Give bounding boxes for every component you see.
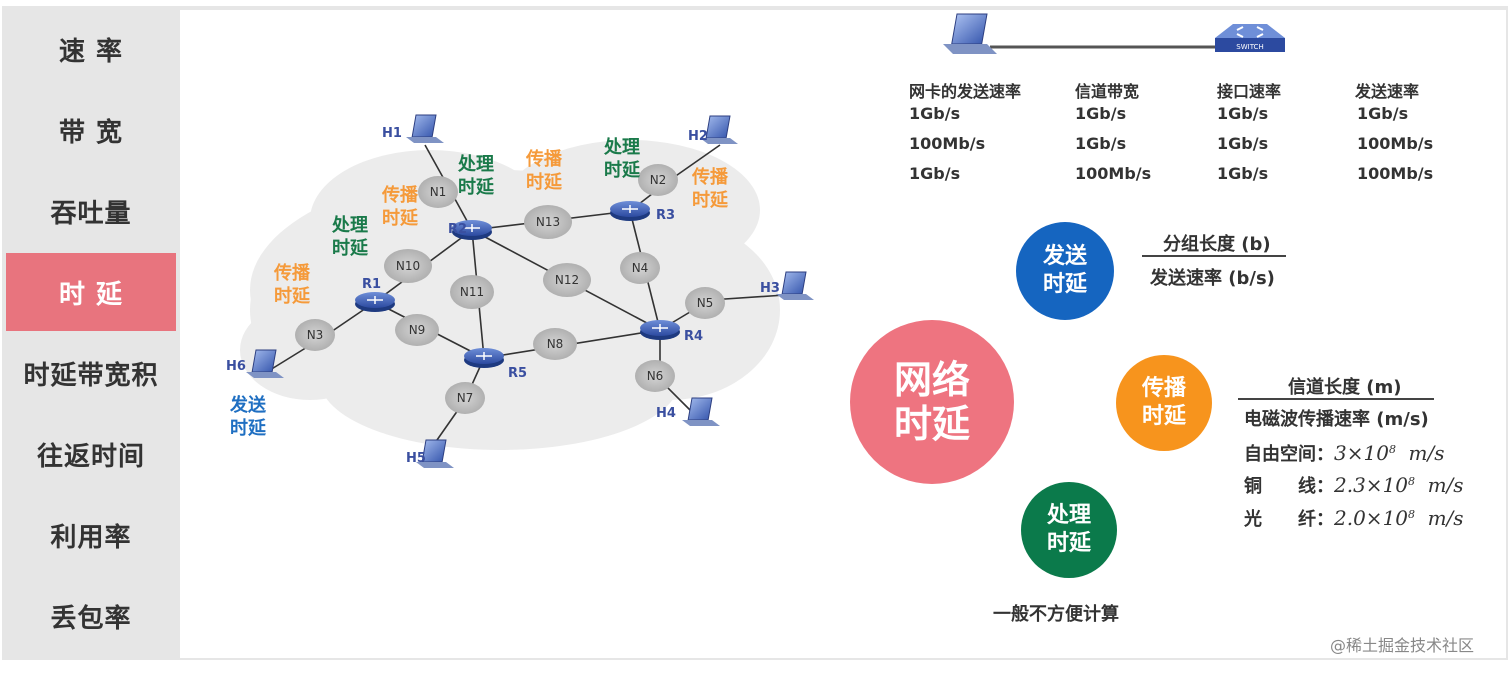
processing-delay-label: 处理时延 bbox=[458, 153, 498, 199]
table-cell: 1Gb/s bbox=[909, 164, 961, 183]
table-cell: 100Mb/s bbox=[1357, 134, 1434, 153]
subnet-label: N11 bbox=[460, 285, 484, 299]
router-label: R3 bbox=[656, 208, 675, 223]
transmission-numerator: 分组长度 (b) bbox=[1163, 234, 1271, 255]
router-icon bbox=[355, 292, 395, 312]
router-icon bbox=[640, 320, 680, 340]
propagation-denominator: 电磁波传播速率 (m/s) bbox=[1244, 409, 1429, 430]
router-label: R4 bbox=[684, 329, 703, 344]
processing-delay-label: 处理时延 bbox=[332, 215, 368, 259]
subnet-label: N2 bbox=[650, 173, 667, 187]
table-cell: 1Gb/s bbox=[1075, 134, 1127, 153]
watermark: @稀土掘金技术社区 bbox=[1330, 636, 1475, 655]
table-cell: 1Gb/s bbox=[1357, 104, 1409, 123]
subnet-label: N4 bbox=[632, 261, 649, 275]
host-label: H4 bbox=[656, 406, 676, 421]
network-cloud bbox=[240, 140, 780, 450]
medium-copper: 铜 线：2.3×108 m/s bbox=[1244, 473, 1464, 497]
host-label: H6 bbox=[226, 359, 246, 374]
table-header: 网卡的发送速率 bbox=[909, 82, 1022, 101]
host-label: H5 bbox=[406, 451, 426, 466]
sidebar: 速 率 带 宽 吞吐量 时 延 时延带宽积 往返时间 利用率 丢包率 bbox=[6, 10, 176, 658]
host-label: H1 bbox=[382, 126, 402, 141]
subnet-label: N8 bbox=[547, 337, 564, 351]
router-icon bbox=[452, 220, 492, 240]
table-cell: 100Mb/s bbox=[1075, 164, 1152, 183]
table-cell: 1Gb/s bbox=[1217, 134, 1269, 153]
router-icon bbox=[610, 201, 650, 221]
subnet-label: N13 bbox=[536, 215, 560, 229]
subnet-label: N10 bbox=[396, 259, 420, 273]
table-cell: 1Gb/s bbox=[1217, 164, 1269, 183]
processing-delay-circle: 处理时延 bbox=[1021, 482, 1117, 578]
sidebar-item-delay-bandwidth-product[interactable]: 时延带宽积 bbox=[23, 360, 159, 391]
laptop-icon bbox=[776, 271, 814, 300]
subnet-label: N7 bbox=[457, 391, 474, 405]
link-illustration: SWITCH bbox=[943, 13, 1285, 54]
propagation-delay-label: 传播时延 bbox=[692, 167, 728, 211]
laptop-icon bbox=[682, 397, 720, 426]
host-labels: H1 H2 H3 H4 H5 H6 bbox=[226, 126, 780, 466]
propagation-delay-label: 传播时延 bbox=[382, 185, 418, 229]
table-cell: 1Gb/s bbox=[909, 104, 961, 123]
sidebar-item-rtt[interactable]: 往返时间 bbox=[36, 441, 145, 472]
laptop-icon bbox=[246, 349, 284, 378]
table-header: 接口速率 bbox=[1217, 82, 1282, 101]
subnet-label: N3 bbox=[307, 328, 324, 342]
network-delay-circle: 网络时延 bbox=[850, 320, 1014, 484]
table-cell: 1Gb/s bbox=[1075, 104, 1127, 123]
network-diagram: N1 N2 N3 N4 N5 N6 N7 N8 N9 N10 N11 N12 N… bbox=[226, 114, 814, 468]
table-cell: 100Mb/s bbox=[1357, 164, 1434, 183]
subnet-label: N12 bbox=[555, 273, 579, 287]
table-header: 发送速率 bbox=[1355, 82, 1420, 101]
laptop-icon bbox=[416, 439, 454, 468]
label-line: 时延 bbox=[458, 177, 494, 198]
laptop-icon bbox=[943, 13, 997, 54]
label-line: 处理 bbox=[458, 154, 494, 175]
subnet-labels: N1 N2 N3 N4 N5 N6 N7 N8 N9 N10 N11 N12 N… bbox=[307, 173, 714, 405]
sidebar-item-throughput[interactable]: 吞吐量 bbox=[50, 198, 132, 229]
sidebar-item-utilization[interactable]: 利用率 bbox=[50, 522, 132, 553]
main-content: N1 N2 N3 N4 N5 N6 N7 N8 N9 N10 N11 N12 N… bbox=[180, 10, 1506, 658]
transmission-delay-label: 发送时延 bbox=[230, 395, 266, 439]
subnet-clouds bbox=[295, 164, 725, 414]
table-header: 信道带宽 bbox=[1075, 82, 1140, 101]
host-label: H3 bbox=[760, 281, 780, 296]
transmission-delay-circle: 发送时延 bbox=[1016, 222, 1114, 320]
router-icon bbox=[464, 348, 504, 368]
switch-icon: SWITCH bbox=[1215, 24, 1285, 52]
medium-free-space: 自由空间：3×108 m/s bbox=[1244, 441, 1445, 465]
router-labels: R1 R2 R3 R4 R5 bbox=[362, 208, 703, 381]
subnet-label: N6 bbox=[647, 369, 664, 383]
hosts bbox=[246, 114, 814, 468]
router-label: R1 bbox=[362, 277, 381, 292]
fraction-bar bbox=[1238, 398, 1434, 400]
router-label: R2 bbox=[448, 222, 467, 237]
processing-note: 一般不方便计算 bbox=[993, 604, 1119, 625]
laptop-icon bbox=[406, 114, 444, 143]
propagation-delay-label: 传播时延 bbox=[526, 149, 562, 193]
svg-text:SWITCH: SWITCH bbox=[1236, 43, 1263, 51]
propagation-numerator: 信道长度 (m) bbox=[1288, 377, 1402, 398]
sidebar-item-rate[interactable]: 速 率 bbox=[58, 36, 124, 67]
router-label: R5 bbox=[508, 366, 527, 381]
subnet-label: N9 bbox=[409, 323, 426, 337]
propagation-delay-label: 传播时延 bbox=[274, 263, 310, 307]
routers bbox=[355, 201, 680, 368]
table-cell: 1Gb/s bbox=[1217, 104, 1269, 123]
sidebar-item-delay[interactable]: 时 延 bbox=[6, 253, 176, 331]
laptop-icon bbox=[700, 115, 738, 144]
propagation-delay-circle: 传播时延 bbox=[1116, 355, 1212, 451]
subnet-label: N1 bbox=[430, 185, 447, 199]
processing-delay-label: 处理时延 bbox=[604, 137, 640, 181]
host-label: H2 bbox=[688, 129, 708, 144]
subnet-label: N5 bbox=[697, 296, 714, 310]
sidebar-item-packet-loss[interactable]: 丢包率 bbox=[50, 603, 132, 634]
sidebar-item-bandwidth[interactable]: 带 宽 bbox=[58, 117, 124, 148]
fraction-bar bbox=[1142, 255, 1286, 257]
table-cell: 100Mb/s bbox=[909, 134, 986, 153]
transmission-denominator: 发送速率 (b/s) bbox=[1150, 268, 1275, 289]
medium-fiber: 光 纤：2.0×108 m/s bbox=[1244, 506, 1464, 530]
circle-label: 网络 bbox=[893, 358, 970, 402]
